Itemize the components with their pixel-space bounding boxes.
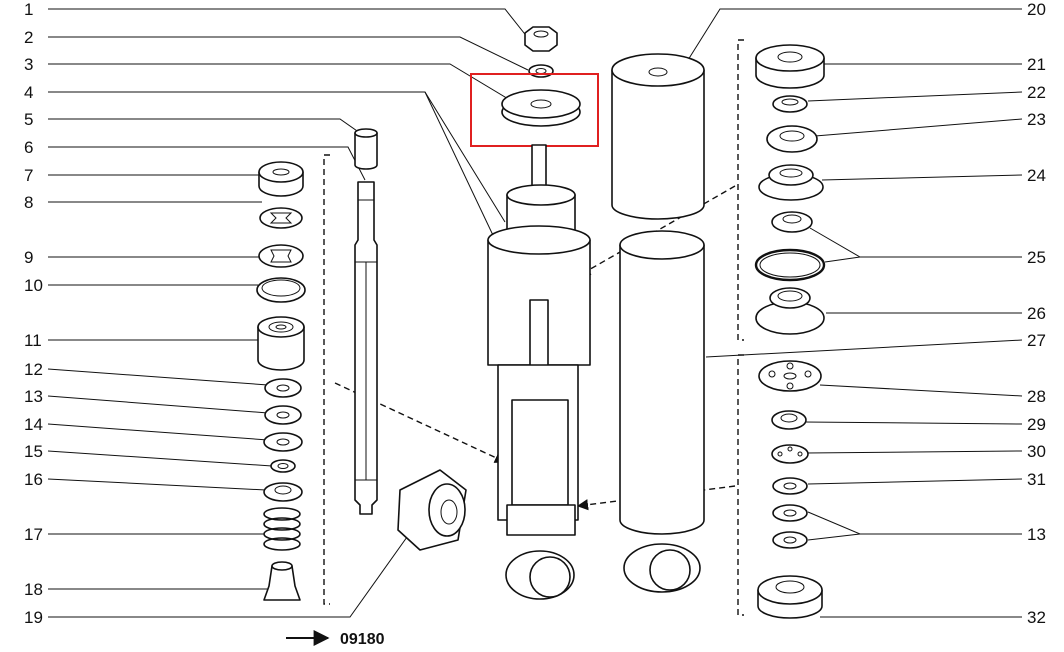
- part-13-washer: [264, 405, 302, 425]
- part-11-bushing: [257, 316, 305, 371]
- part-17-spring: [263, 507, 301, 551]
- left-leader-lines: [47, 8, 529, 618]
- label-8: 8: [24, 193, 33, 212]
- label-30: 30: [1027, 442, 1046, 461]
- label-23: 23: [1027, 110, 1046, 129]
- label-5: 5: [24, 110, 33, 129]
- part-3-plate: [501, 89, 581, 127]
- part-18-valve-body: [263, 561, 301, 601]
- label-27: 27: [1027, 331, 1046, 350]
- label-19: 19: [24, 608, 43, 627]
- reference-code-text: 09180: [340, 631, 385, 648]
- label-24: 24: [1027, 166, 1046, 185]
- part-29-cup: [771, 410, 807, 430]
- left-labels: 1 2 3 4 5 6 7 8 9 10 11 12 13 14 15 16 1…: [24, 0, 43, 627]
- label-26: 26: [1027, 304, 1046, 323]
- part-30-disc: [771, 444, 809, 464]
- label-13: 13: [24, 387, 43, 406]
- label-2: 2: [24, 28, 33, 47]
- label-29: 29: [1027, 415, 1046, 434]
- label-3: 3: [24, 55, 33, 74]
- part-22-seal: [772, 95, 808, 113]
- part-32-base-valve: [757, 575, 823, 619]
- label-17: 17: [24, 525, 43, 544]
- part-6-piston-rod: [354, 181, 378, 515]
- part-7-cap: [258, 161, 304, 197]
- label-15: 15: [24, 442, 43, 461]
- label-6: 6: [24, 138, 33, 157]
- part-12-washer: [264, 378, 302, 398]
- part-31-washer: [772, 477, 808, 495]
- label-13-right: 13: [1027, 525, 1046, 544]
- part-23-bearing: [766, 125, 818, 153]
- part-13-washer-right-b: [772, 531, 808, 549]
- label-16: 16: [24, 470, 43, 489]
- part-27-outer-tube: [619, 230, 705, 593]
- part-20-dust-cover: [611, 53, 705, 220]
- part-1-nut: [524, 26, 558, 52]
- label-14: 14: [24, 415, 43, 434]
- label-4: 4: [24, 83, 33, 102]
- reference-code: 09180: [286, 630, 385, 648]
- label-12: 12: [24, 360, 43, 379]
- brackets: [323, 39, 744, 616]
- part-8-lock-washer: [259, 207, 303, 229]
- label-10: 10: [24, 276, 43, 295]
- label-11: 11: [24, 331, 42, 350]
- label-7: 7: [24, 166, 33, 185]
- label-28: 28: [1027, 387, 1046, 406]
- part-5-sleeve: [354, 128, 378, 170]
- part-19-bushing: [397, 469, 467, 551]
- label-25: 25: [1027, 248, 1046, 267]
- part-13-washer-right-a: [772, 504, 808, 522]
- part-2-washer: [528, 64, 554, 78]
- label-20: 20: [1027, 0, 1046, 19]
- part-28-valve-plate: [758, 360, 822, 392]
- shock-absorber-assembled: [487, 144, 591, 600]
- part-25-seal: [771, 211, 813, 233]
- label-21: 21: [1027, 55, 1046, 74]
- part-10-circlip: [256, 277, 306, 303]
- part-15-ring: [270, 459, 296, 473]
- label-31: 31: [1027, 470, 1046, 489]
- label-9: 9: [24, 248, 33, 267]
- part-24-seat: [758, 164, 824, 201]
- part-26-guide: [755, 287, 825, 335]
- part-25-o-ring: [754, 248, 826, 282]
- part-16-seat: [263, 482, 303, 502]
- label-18: 18: [24, 580, 43, 599]
- part-9-washer: [258, 244, 304, 268]
- part-14-washer: [263, 432, 303, 452]
- label-22: 22: [1027, 83, 1046, 102]
- label-32: 32: [1027, 608, 1046, 627]
- right-labels: 20 21 22 23 24 25 26 27 28 29 30 31 13 3…: [1027, 0, 1046, 627]
- part-21-top-mount: [755, 44, 825, 89]
- label-1: 1: [24, 0, 33, 19]
- right-leader-lines: [687, 8, 1023, 618]
